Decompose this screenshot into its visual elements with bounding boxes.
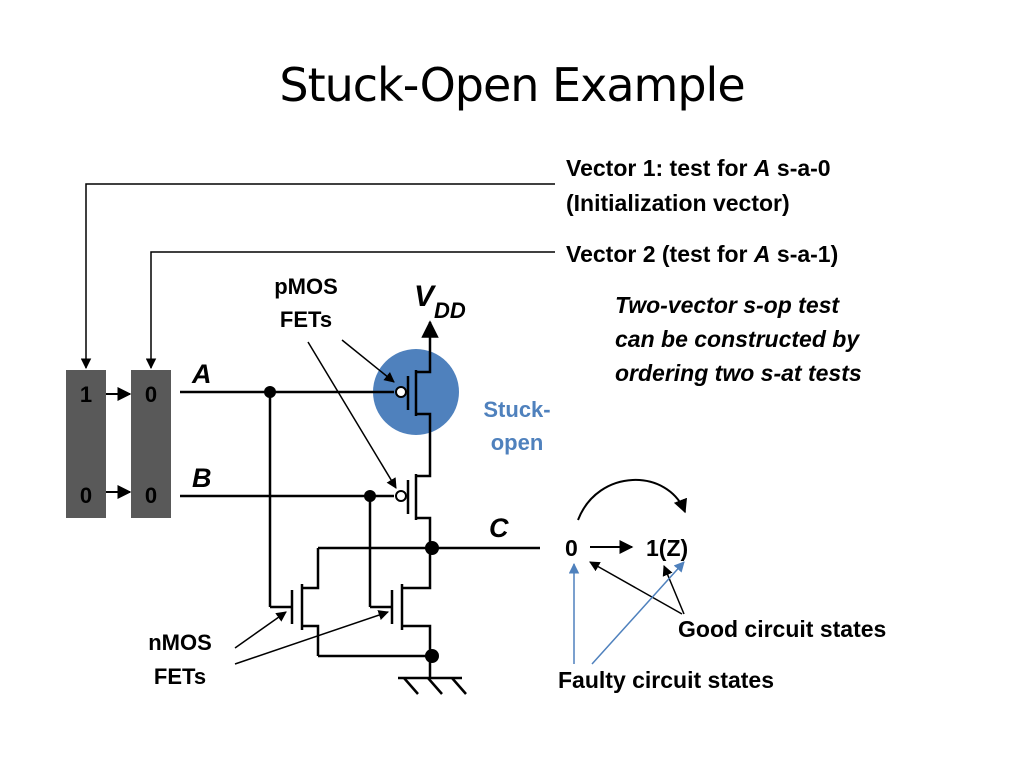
stuck-open-label-line1: Stuck- — [483, 397, 550, 422]
nmos-pointer-a — [234, 611, 287, 649]
faulty-states-label: Faulty circuit states — [558, 667, 774, 693]
pmos-label-line1: pMOS — [274, 274, 338, 299]
junction-a — [264, 386, 276, 398]
good-states-label: Good circuit states — [678, 616, 886, 642]
note-line-1: Two-vector s-op test — [615, 292, 840, 318]
good-pointer-1 — [662, 565, 685, 615]
vector1-pointer — [80, 183, 555, 370]
state-cycle-arrow — [577, 479, 687, 521]
state-one-z: 1(Z) — [646, 535, 688, 561]
input-a-wire — [180, 390, 394, 609]
pmos-pointer-b — [307, 341, 397, 489]
v2-bit-b: 0 — [145, 483, 157, 508]
vector1-register — [66, 370, 106, 518]
vector2-register — [131, 370, 171, 518]
good-pointer-0 — [589, 561, 683, 615]
nmos-pointer-b — [234, 610, 389, 665]
vector2-pointer — [145, 251, 555, 370]
junction-b — [364, 490, 376, 502]
pmos-b-gate-bubble — [395, 490, 407, 502]
v2-bit-a: 0 — [145, 382, 157, 407]
signal-c-label: C — [489, 513, 509, 543]
stuck-open-label-line2: open — [491, 430, 544, 455]
faulty-pointer-1 — [591, 561, 685, 665]
vector1-subtitle: (Initialization vector) — [566, 190, 790, 216]
vector1-label: Vector 1: test for A s-a-0 — [566, 155, 831, 181]
nmos-a-transistor — [290, 584, 320, 656]
v1-bit-b: 0 — [80, 483, 92, 508]
output-junction — [425, 541, 439, 555]
state-zero: 0 — [565, 535, 578, 561]
nmos-b-transistor — [390, 584, 432, 678]
note-line-2: can be constructed by — [615, 326, 860, 352]
nmos-label-line1: nMOS — [148, 630, 212, 655]
pmos-label-line2: FETs — [280, 307, 332, 332]
slide-title: Stuck-Open Example — [279, 58, 745, 112]
pmos-pointer-a — [341, 339, 395, 383]
signal-a-label: A — [191, 359, 212, 389]
pmos-a-transistor — [406, 366, 432, 472]
nmos-label-line2: FETs — [154, 664, 206, 689]
vdd-label: VDD — [414, 280, 466, 323]
ground-junction — [425, 649, 439, 663]
pmos-b-transistor — [406, 472, 432, 548]
signal-b-label: B — [192, 463, 212, 493]
v1-bit-a: 1 — [80, 382, 92, 407]
ground-symbol — [318, 654, 467, 695]
vector2-label: Vector 2 (test for A s-a-1) — [566, 241, 838, 267]
pmos-a-gate-bubble — [395, 386, 407, 398]
input-b-wire — [180, 494, 394, 609]
note-line-3: ordering two s-at tests — [615, 360, 862, 386]
